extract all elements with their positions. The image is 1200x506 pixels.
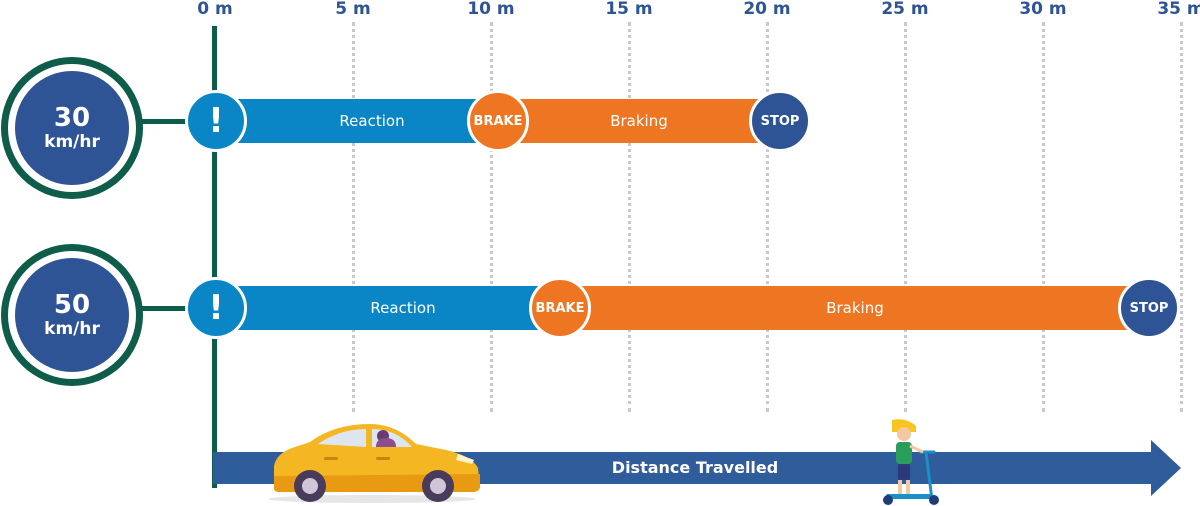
stop-label: STOP — [1129, 300, 1169, 316]
tick-label-5m: 5 m — [335, 0, 371, 19]
reaction-segment: Reaction — [216, 286, 560, 330]
braking-label: Braking — [826, 299, 884, 317]
exclamation-icon: ! — [208, 101, 224, 141]
alert-icon: ! — [185, 90, 247, 152]
speed-connector — [120, 306, 190, 311]
stop-marker: STOP — [749, 90, 811, 152]
braking-label: Braking — [610, 112, 668, 130]
tick-label-25m: 25 m — [881, 0, 929, 19]
grid-line — [1180, 22, 1183, 412]
tick-label-15m: 15 m — [605, 0, 653, 19]
distance-travelled-label: Distance Travelled — [611, 458, 779, 477]
alert-icon: ! — [185, 277, 247, 339]
grid-line — [904, 22, 907, 412]
speed-unit: km/hr — [44, 132, 100, 152]
origin-axis-line — [212, 26, 217, 488]
brake-label: BRAKE — [473, 113, 523, 129]
speed-value: 30 — [53, 103, 91, 133]
reaction-label: Reaction — [339, 112, 405, 130]
speed-unit: km/hr — [44, 319, 100, 339]
speed-badge-50: 50 km/hr — [8, 251, 136, 379]
tick-label-30m: 30 m — [1019, 0, 1067, 19]
tick-label-10m: 10 m — [467, 0, 515, 19]
stop-marker: STOP — [1118, 277, 1180, 339]
speed-connector — [120, 119, 190, 124]
reaction-label: Reaction — [370, 299, 436, 317]
brake-marker: BRAKE — [467, 90, 529, 152]
stop-label: STOP — [760, 113, 800, 129]
exclamation-icon: ! — [208, 288, 224, 328]
reaction-segment: Reaction — [216, 99, 498, 143]
brake-label: BRAKE — [535, 300, 585, 316]
speed-value: 50 — [53, 290, 91, 320]
speed-badge-30: 30 km/hr — [8, 64, 136, 192]
grid-line — [490, 22, 493, 412]
tick-label-35m: 35 m — [1157, 0, 1200, 19]
grid-line — [1042, 22, 1045, 412]
tick-label-0m: 0 m — [197, 0, 233, 19]
grid-line — [766, 22, 769, 412]
braking-segment: Braking — [498, 99, 780, 143]
car-icon — [268, 424, 480, 503]
tick-label-20m: 20 m — [743, 0, 791, 19]
brake-marker: BRAKE — [529, 277, 591, 339]
grid-line — [352, 22, 355, 412]
braking-segment: Braking — [560, 286, 1150, 330]
grid-line — [628, 22, 631, 412]
child-on-scooter-icon — [883, 419, 939, 505]
